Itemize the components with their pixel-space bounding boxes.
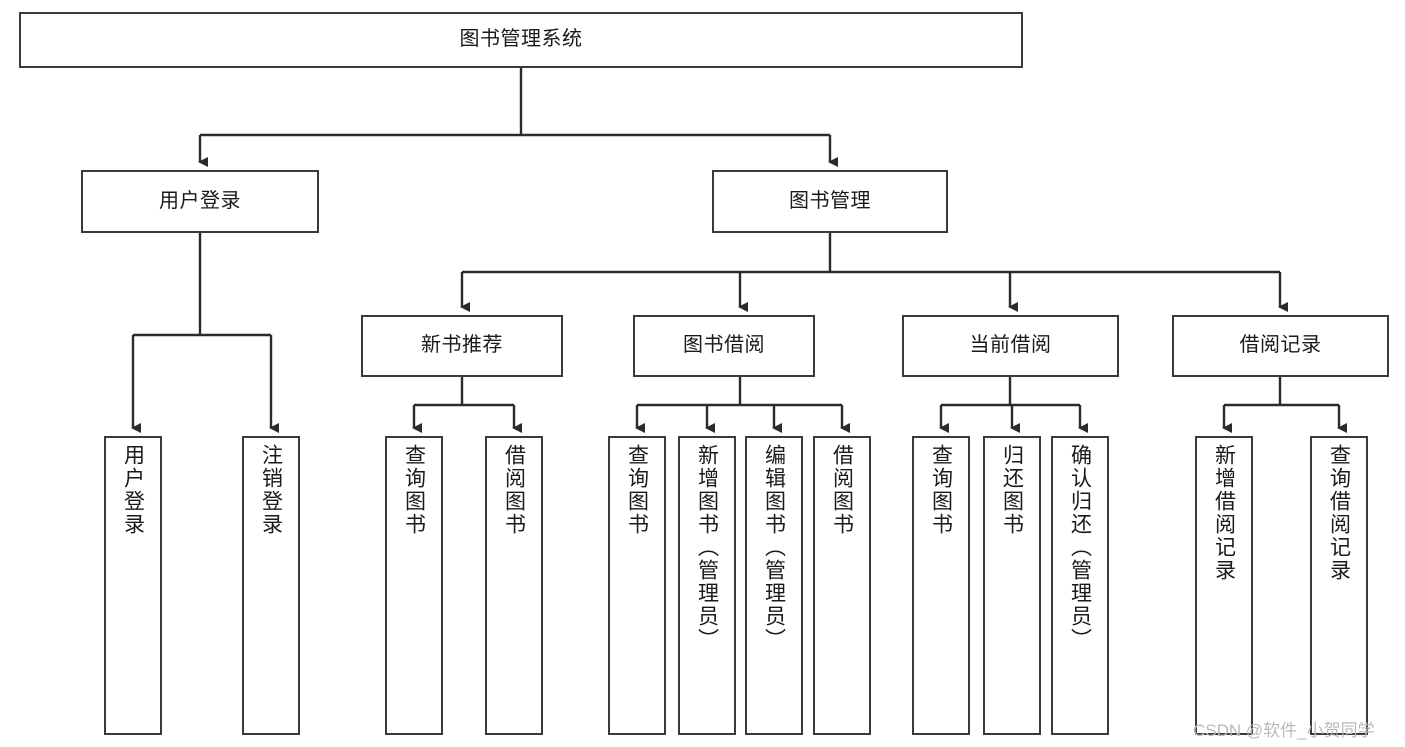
node-root-label: 图书管理系统	[459, 28, 583, 51]
leaf-node[interactable]: 归还图书	[983, 436, 1041, 735]
leaf-node[interactable]: 借阅图书	[485, 436, 543, 735]
leaf-node-label: 新增借阅记录	[1212, 444, 1236, 582]
leaf-node-label: 确认归还（管理员）	[1068, 444, 1092, 651]
leaf-node[interactable]: 查询图书	[608, 436, 666, 735]
leaf-node[interactable]: 查询图书	[912, 436, 970, 735]
leaf-node[interactable]: 用户登录	[104, 436, 162, 735]
leaf-node-label: 查询图书	[929, 444, 953, 536]
leaf-node-label: 注销登录	[259, 444, 283, 536]
node-borrow-record[interactable]: 借阅记录	[1172, 315, 1389, 377]
leaf-node[interactable]: 确认归还（管理员）	[1051, 436, 1109, 735]
node-book-management[interactable]: 图书管理	[712, 170, 948, 233]
node-book-borrow[interactable]: 图书借阅	[633, 315, 815, 377]
node-book-borrow-label: 图书借阅	[683, 334, 765, 357]
node-new-book-recommend-label: 新书推荐	[421, 334, 503, 357]
leaf-node-label: 查询图书	[402, 444, 426, 536]
node-user-login[interactable]: 用户登录	[81, 170, 319, 233]
leaf-node-label: 查询图书	[625, 444, 649, 536]
node-current-borrow-label: 当前借阅	[969, 334, 1052, 357]
leaf-node-label: 编辑图书（管理员）	[762, 444, 786, 651]
leaf-node[interactable]: 查询图书	[385, 436, 443, 735]
leaf-node-label: 用户登录	[121, 444, 145, 536]
node-new-book-recommend[interactable]: 新书推荐	[361, 315, 563, 377]
leaf-node[interactable]: 注销登录	[242, 436, 300, 735]
leaf-node[interactable]: 新增借阅记录	[1195, 436, 1253, 735]
leaf-node[interactable]: 新增图书（管理员）	[678, 436, 736, 735]
node-current-borrow[interactable]: 当前借阅	[902, 315, 1119, 377]
csdn-watermark: CSDN @软件_小贺同学	[1193, 721, 1375, 740]
leaf-node-label: 归还图书	[1000, 444, 1024, 536]
node-root[interactable]: 图书管理系统	[19, 12, 1023, 68]
leaf-node[interactable]: 编辑图书（管理员）	[745, 436, 803, 735]
node-user-login-label: 用户登录	[159, 189, 241, 212]
node-borrow-record-label: 借阅记录	[1239, 334, 1322, 357]
leaf-node-label: 借阅图书	[502, 444, 526, 536]
leaf-node-label: 新增图书（管理员）	[695, 444, 719, 651]
leaf-node-label: 查询借阅记录	[1327, 444, 1351, 582]
leaf-node[interactable]: 查询借阅记录	[1310, 436, 1368, 735]
leaf-node[interactable]: 借阅图书	[813, 436, 871, 735]
node-book-management-label: 图书管理	[789, 189, 871, 212]
leaf-node-label: 借阅图书	[830, 444, 854, 536]
